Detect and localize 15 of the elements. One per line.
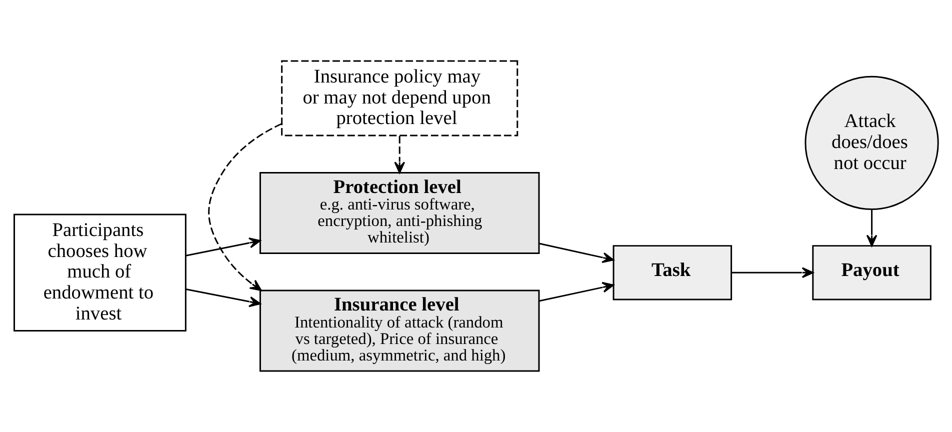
arrow bbox=[394, 136, 406, 174]
node-box: Protection level e.g. anti-virus software, encryption, anti-phishing whitelist) bbox=[259, 172, 540, 254]
node-box: Participants chooses how much of endowment to invest bbox=[14, 214, 186, 332]
node-box: Insurance level Intentionality of attack (random vs targeted), Price of insurance (medium, asymmetric, and high) bbox=[259, 290, 540, 372]
arrow bbox=[539, 242, 614, 263]
node-circle: Attack does/does not occur bbox=[804, 76, 939, 210]
arrow bbox=[539, 282, 614, 302]
node-box: Insurance policy may or may not depend upon protection level bbox=[281, 60, 518, 136]
node-box: Task bbox=[612, 245, 732, 300]
arrow bbox=[732, 267, 814, 278]
arrow bbox=[866, 209, 878, 247]
node-box: Payout bbox=[812, 245, 932, 300]
arrow bbox=[186, 288, 261, 308]
arrow bbox=[208, 123, 282, 292]
arrow bbox=[186, 237, 261, 256]
